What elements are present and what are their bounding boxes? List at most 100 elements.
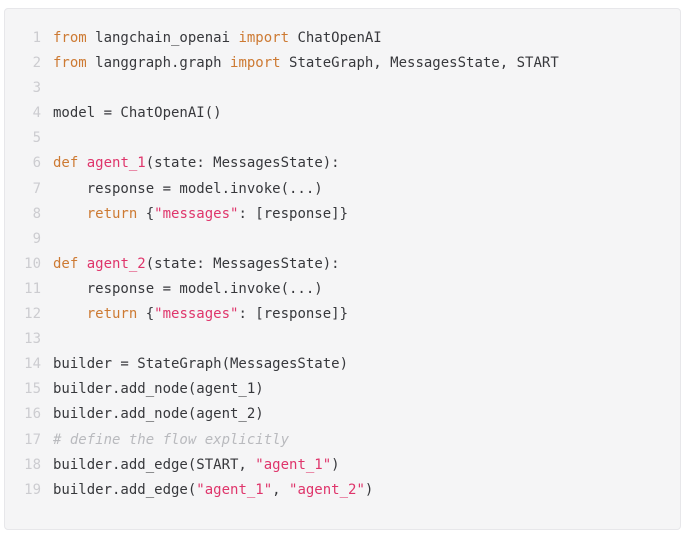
line-number: 14 xyxy=(24,356,41,373)
code-token-pl xyxy=(53,306,87,322)
code-text: response = model.invoke(...) xyxy=(41,277,323,302)
code-token-pl: { xyxy=(137,205,155,222)
line-number: 13 xyxy=(24,331,41,348)
line-number: 12 xyxy=(24,306,41,323)
code-line: 11 response = model.invoke(...) xyxy=(5,277,672,302)
line-number: 1 xyxy=(32,30,41,46)
code-line: 7 response = model.invoke(...) xyxy=(5,177,672,202)
code-line: 13 xyxy=(5,327,672,352)
code-token-pl: response = model.invoke(...) xyxy=(53,280,323,297)
code-text: builder.add_edge("agent_1", "agent_2") xyxy=(41,478,373,503)
line-number: 4 xyxy=(32,105,41,122)
code-token-pl: builder.add_node(agent_1) xyxy=(53,381,264,398)
code-token-pl xyxy=(53,206,87,222)
code-line: 14 builder = StateGraph(MessagesState) xyxy=(5,352,672,377)
code-token-str: "messages" xyxy=(154,306,239,323)
code-token-pl: langgraph.graph xyxy=(86,55,231,72)
code-token-pl: { xyxy=(137,306,155,323)
code-token-pl: (state: MessagesState): xyxy=(145,155,340,172)
line-number: 18 xyxy=(24,456,41,473)
line-number: 2 xyxy=(32,55,41,72)
code-token-str: "agent_1" xyxy=(196,481,273,498)
code-token-pl xyxy=(78,256,86,272)
line-number: 19 xyxy=(24,481,41,498)
code-token-pl: builder.add_node(agent_2) xyxy=(53,406,264,423)
code-token-pl: ) xyxy=(331,456,340,473)
code-token-cm: # define the flow explicitly xyxy=(53,431,290,448)
line-number: 3 xyxy=(32,80,41,97)
code-token-pl: response = model.invoke(...) xyxy=(53,180,323,197)
code-token-pl: (state: MessagesState): xyxy=(145,255,340,272)
code-text: return {"messages": [response]} xyxy=(41,202,348,227)
code-text: builder = StateGraph(MessagesState) xyxy=(41,352,348,377)
line-number: 10 xyxy=(24,255,41,272)
code-token-pl: ChatOpenAI xyxy=(289,30,382,46)
code-token-str: "agent_1" xyxy=(255,456,332,473)
code-text xyxy=(41,327,61,352)
code-token-kw: import xyxy=(238,30,290,46)
code-text xyxy=(41,76,61,101)
code-text: response = model.invoke(...) xyxy=(41,177,323,202)
code-text: def agent_2(state: MessagesState): xyxy=(41,252,340,277)
code-line: 4 model = ChatOpenAI() xyxy=(5,101,672,126)
code-text: builder.add_edge(START, "agent_1") xyxy=(41,453,340,478)
code-text: # define the flow explicitly xyxy=(41,428,289,453)
code-text xyxy=(41,227,61,252)
code-token-kw: return xyxy=(86,205,138,222)
code-token-kw: return xyxy=(86,306,138,323)
code-text: from langchain_openai import ChatOpenAI xyxy=(41,26,382,51)
code-token-str: "agent_2" xyxy=(289,481,365,498)
code-token-pl: ) xyxy=(364,481,374,498)
code-text: builder.add_node(agent_1) xyxy=(41,377,264,402)
line-number: 16 xyxy=(24,406,41,423)
code-token-kw: from xyxy=(53,55,87,72)
code-token-kw: from xyxy=(53,30,87,46)
code-line: 15 builder.add_node(agent_1) xyxy=(5,377,672,402)
code-line: 5 xyxy=(5,126,672,151)
line-number: 17 xyxy=(24,431,41,448)
code-token-str: "messages" xyxy=(154,205,239,222)
code-line: 8 return {"messages": [response]} xyxy=(5,202,672,227)
code-token-pl: builder.add_edge(START, xyxy=(53,456,256,473)
code-text: model = ChatOpenAI() xyxy=(41,101,222,126)
code-token-fn: agent_2 xyxy=(86,255,146,272)
line-number: 11 xyxy=(24,280,41,297)
code-token-pl: : [response]} xyxy=(238,306,349,323)
code-token-kw: def xyxy=(53,255,79,272)
code-line: 9 xyxy=(5,227,672,252)
line-number: 15 xyxy=(24,381,41,398)
code-text: from langgraph.graph import StateGraph, … xyxy=(41,51,559,76)
code-token-pl: , xyxy=(272,481,290,498)
code-line: 17 # define the flow explicitly xyxy=(5,428,672,453)
code-text: def agent_1(state: MessagesState): xyxy=(41,151,340,176)
code-token-pl: langchain_openai xyxy=(86,30,239,46)
line-number: 7 xyxy=(32,180,41,197)
code-token-pl: StateGraph, MessagesState, START xyxy=(280,55,559,72)
code-token-kw: def xyxy=(53,155,79,172)
line-number: 5 xyxy=(32,130,41,147)
code-token-kw: import xyxy=(230,55,281,72)
code-text: return {"messages": [response]} xyxy=(41,302,348,327)
line-number: 9 xyxy=(32,230,41,247)
code-line: 16 builder.add_node(agent_2) xyxy=(5,402,672,427)
code-token-pl xyxy=(78,155,86,171)
line-number: 6 xyxy=(32,155,41,172)
code-text xyxy=(41,126,61,151)
code-token-pl: builder.add_edge( xyxy=(53,481,197,498)
code-token-pl: : [response]} xyxy=(238,205,349,222)
line-number: 8 xyxy=(32,205,41,222)
code-token-pl: builder = StateGraph(MessagesState) xyxy=(53,356,349,373)
code-token-fn: agent_1 xyxy=(86,155,146,172)
code-line: 12 return {"messages": [response]} xyxy=(5,302,672,327)
code-text: builder.add_node(agent_2) xyxy=(41,402,264,427)
code-token-pl: model = ChatOpenAI() xyxy=(53,105,222,122)
code-line: 3 xyxy=(5,76,672,101)
